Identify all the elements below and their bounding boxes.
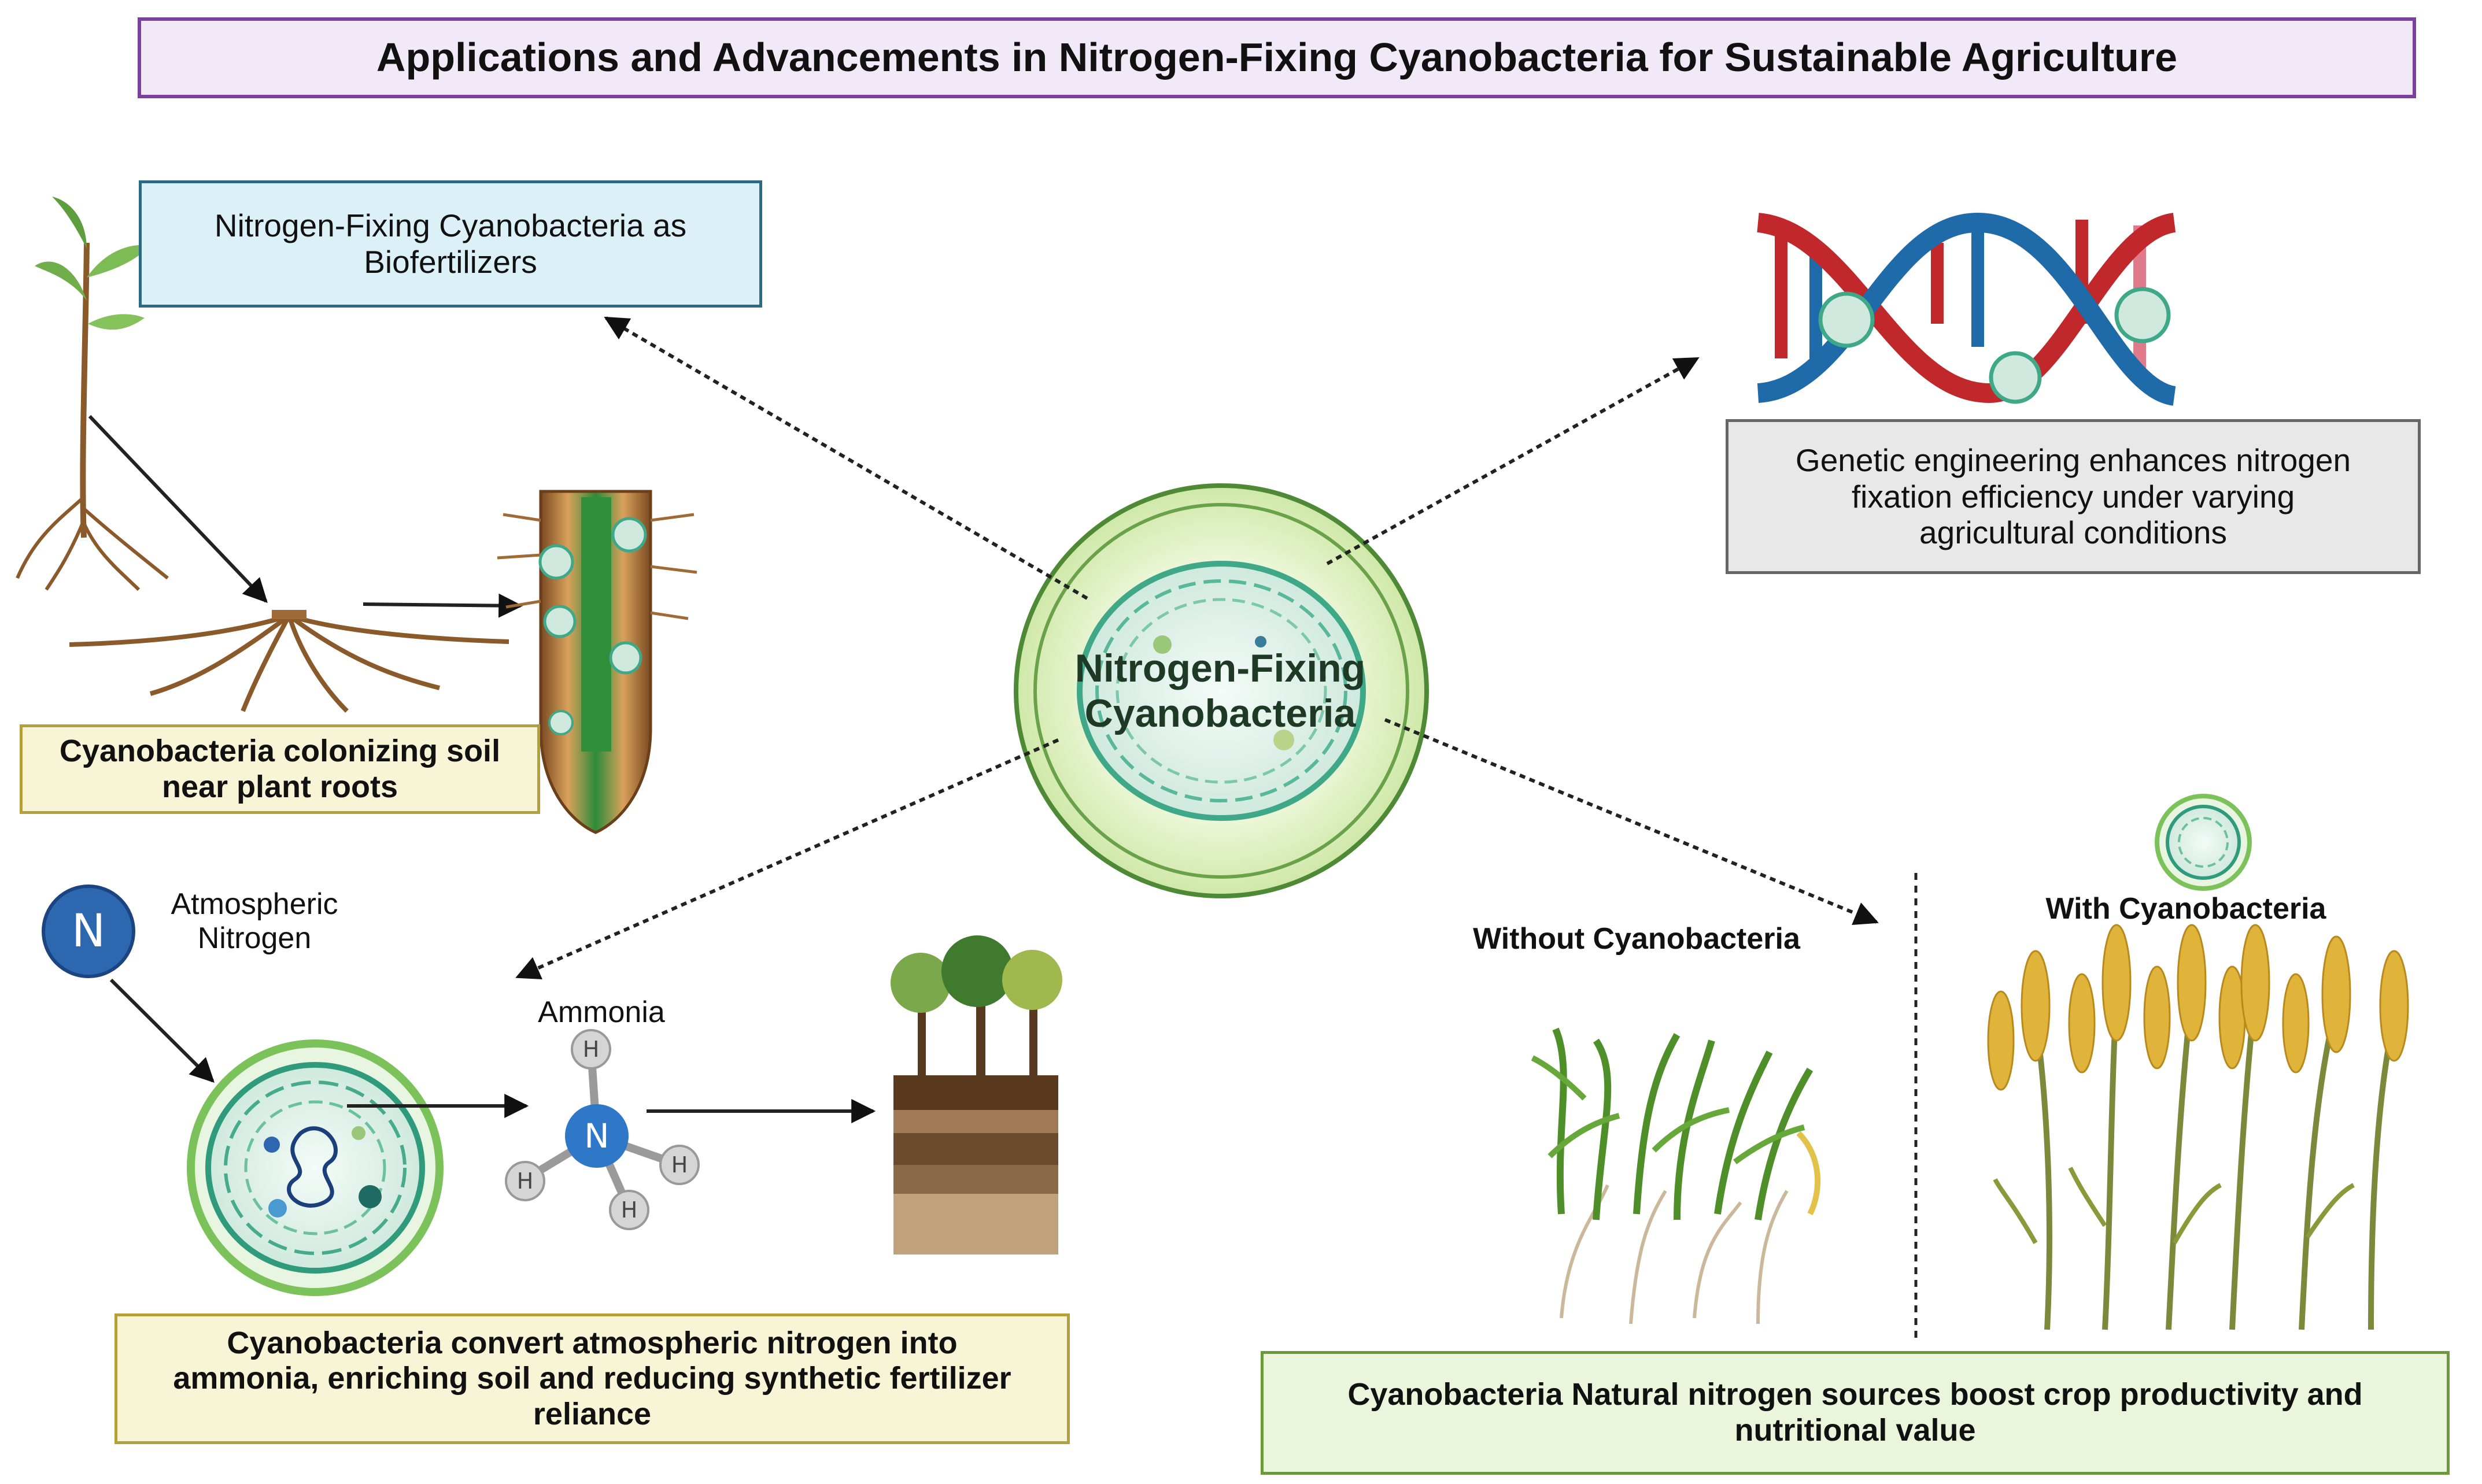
biofertilizers-line1: Nitrogen-Fixing Cyanobacteria as bbox=[214, 208, 687, 244]
atm-label-line1: Atmospheric bbox=[171, 887, 338, 921]
without-cyanobacteria-label: Without Cyanobacteria bbox=[1473, 922, 1800, 956]
crops-with-cyanobacteria-icon bbox=[1987, 924, 2409, 1330]
conversion-box: Cyanobacteria convert atmospheric nitrog… bbox=[115, 1313, 1070, 1444]
arrow-to-crops bbox=[1384, 718, 1879, 926]
crops-line1: Cyanobacteria Natural nitrogen sources b… bbox=[1347, 1377, 2363, 1412]
atm-label-line2: Nitrogen bbox=[197, 922, 312, 956]
arrow-plant-to-roots bbox=[88, 415, 268, 604]
hydrogen-atom-icon: H bbox=[505, 1161, 545, 1201]
biofertilizers-line2: Biofertilizers bbox=[364, 244, 537, 280]
with-cyanobacteria-label: With Cyanobacteria bbox=[2045, 892, 2326, 926]
genetic-line2: fixation efficiency under varying bbox=[1851, 478, 2295, 515]
roots-line1: Cyanobacteria colonizing soil bbox=[59, 733, 501, 768]
atmospheric-nitrogen-label: Atmospheric Nitrogen bbox=[139, 887, 370, 956]
center-label-line2: Cyanobacteria bbox=[1084, 691, 1356, 735]
cyanobacterium-small-icon bbox=[2155, 794, 2252, 891]
center-label: Nitrogen-Fixing Cyanobacteria bbox=[1018, 646, 1423, 736]
title-box: Applications and Advancements in Nitroge… bbox=[138, 17, 2416, 98]
soil-with-trees-icon bbox=[891, 935, 1062, 1254]
conversion-line1: Cyanobacteria convert atmospheric nitrog… bbox=[227, 1325, 958, 1360]
roots-box: Cyanobacteria colonizing soil near plant… bbox=[20, 724, 540, 814]
dna-helix-icon bbox=[1756, 212, 2177, 406]
arrow-to-genetic bbox=[1326, 357, 1700, 565]
root-system-icon bbox=[69, 610, 509, 713]
ammonia-label: Ammonia bbox=[538, 995, 665, 1029]
arrow-to-conversion bbox=[515, 738, 1059, 980]
arrow-to-biofertilizers bbox=[604, 316, 1088, 600]
roots-line2: near plant roots bbox=[161, 769, 398, 804]
arrow-roots-to-tip bbox=[363, 593, 523, 618]
hydrogen-atom-icon: H bbox=[571, 1029, 611, 1069]
crops-line2: nutritional value bbox=[1734, 1413, 1976, 1448]
hydrogen-atom-icon: H bbox=[659, 1145, 700, 1185]
center-label-line1: Nitrogen-Fixing bbox=[1074, 646, 1366, 690]
root-tip-icon bbox=[497, 490, 697, 834]
central-cyanobacterium-icon bbox=[1014, 483, 1429, 898]
conversion-line2: ammonia, enriching soil and reducing syn… bbox=[173, 1361, 1011, 1396]
conversion-line3: reliance bbox=[533, 1396, 652, 1431]
arrow-n2-to-cell bbox=[109, 978, 215, 1083]
genetic-line1: Genetic engineering enhances nitrogen bbox=[1795, 442, 2351, 478]
page-title: Applications and Advancements in Nitroge… bbox=[376, 35, 2178, 80]
genetic-line3: agricultural conditions bbox=[1919, 515, 2227, 551]
biofertilizers-box: Nitrogen-Fixing Cyanobacteria as Biofert… bbox=[139, 180, 762, 308]
crops-box: Cyanobacteria Natural nitrogen sources b… bbox=[1261, 1351, 2450, 1475]
cyanobacterium-cell-icon bbox=[187, 1039, 444, 1296]
plant-icon bbox=[16, 197, 169, 591]
crops-without-cyanobacteria-icon bbox=[1531, 1027, 1821, 1324]
hydrogen-atom-icon: H bbox=[609, 1190, 649, 1230]
nitrogen-atom-icon: N bbox=[42, 885, 135, 978]
ammonia-nitrogen-atom-icon: N bbox=[565, 1104, 629, 1168]
genetic-engineering-box: Genetic engineering enhances nitrogen fi… bbox=[1726, 419, 2421, 574]
